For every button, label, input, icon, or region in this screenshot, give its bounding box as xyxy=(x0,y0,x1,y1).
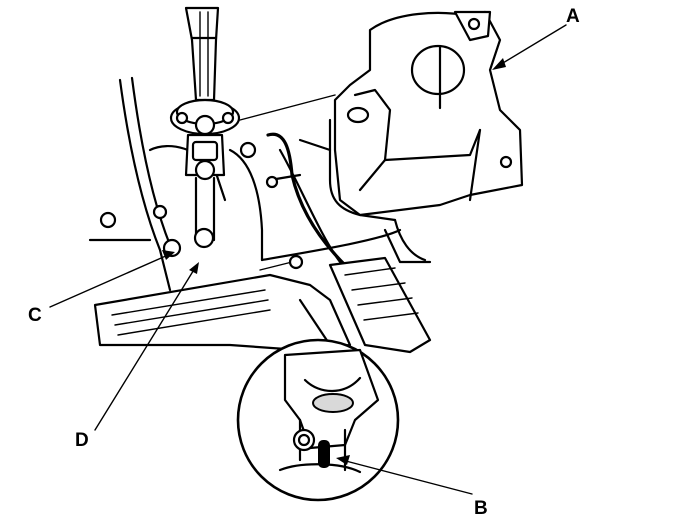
dashboard-panel xyxy=(88,76,432,292)
leader-lines xyxy=(49,24,567,495)
callout-d: D xyxy=(75,430,89,451)
detail-zoom-circle xyxy=(236,338,400,502)
callout-c: C xyxy=(28,305,42,326)
accelerator-cable xyxy=(239,132,347,270)
steering-shaft xyxy=(184,6,220,102)
callout-b: B xyxy=(474,498,488,519)
accelerator-pedal xyxy=(328,256,432,354)
universal-joint xyxy=(169,98,241,242)
floor-mat xyxy=(93,273,352,352)
cover-a xyxy=(333,10,524,217)
callout-a: A xyxy=(566,6,580,27)
mounting-bolts xyxy=(99,175,279,258)
